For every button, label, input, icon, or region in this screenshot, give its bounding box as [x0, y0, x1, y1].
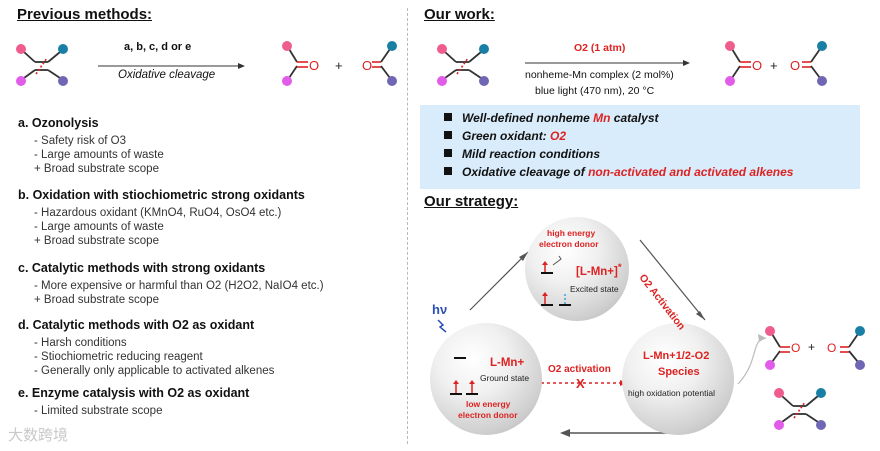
alkene-substrate-2	[437, 44, 489, 86]
method-c-line-1: - More expensive or harmful than O2 (H2O…	[34, 280, 324, 292]
catalyst-conditions: nonheme-Mn complex (2 mol%)	[525, 69, 674, 81]
method-a-line-3: + Broad substrate scope	[34, 163, 159, 175]
product-carbonyl-3	[725, 41, 751, 86]
method-c-title: c. Catalytic methods with strong oxidant…	[18, 261, 266, 275]
strategy-cycle-arrows	[437, 239, 767, 437]
energy-level-icon-top	[541, 255, 571, 306]
previous-reagents: a, b, c, d or e	[124, 41, 192, 53]
strategy-plus-sign: +	[808, 340, 816, 354]
feature-3: Mild reaction conditions	[444, 147, 600, 161]
alkene-substrate	[16, 44, 68, 86]
method-e-line-1: - Limited substrate scope	[34, 405, 163, 417]
feature-4: Oxidative cleavage of non-activated and …	[444, 165, 793, 179]
product-3-oxygen: O	[752, 58, 763, 73]
product-carbonyl-4	[802, 41, 827, 86]
method-b-line-2: - Large amounts of waste	[34, 221, 164, 233]
product-2-oxygen: O	[362, 58, 373, 73]
method-d-line-2: - Stiochiometric reducing reagent	[34, 351, 203, 363]
ground-species: L-Mn+	[490, 357, 525, 369]
method-d-line-1: - Harsh conditions	[34, 337, 127, 349]
section-divider	[407, 8, 408, 444]
ground-state-label: Ground state	[480, 373, 530, 383]
blocked-x-mark: X	[576, 376, 585, 391]
strategy-product-1-oxygen: O	[791, 341, 801, 355]
our-work-heading: Our work:	[424, 6, 495, 23]
electron-donor-label-left: electron donor	[458, 410, 518, 420]
our-plus-sign: +	[770, 58, 778, 73]
oxygen-species-sphere	[622, 323, 734, 435]
product-4-oxygen: O	[790, 58, 801, 73]
method-d-line-3: - Generally only applicable to activated…	[34, 365, 275, 377]
bullet-square-icon	[444, 131, 452, 139]
o2-activation-mid: O2 activation	[548, 364, 611, 375]
ground-state-sphere	[430, 323, 542, 435]
product-carbonyl-1	[282, 41, 308, 86]
electron-donor-label-top: electron donor	[539, 239, 599, 249]
watermark-logo: 大数跨境	[8, 427, 69, 444]
method-b-line-1: - Hazardous oxidant (KMnO4, RuO4, OsO4 e…	[34, 207, 282, 219]
previous-reaction-scheme	[16, 41, 397, 86]
method-a-line-1: - Safety risk of O3	[34, 135, 127, 147]
bullet-square-icon	[444, 113, 452, 121]
energy-level-icon-left	[450, 357, 478, 395]
previous-methods-heading: Previous methods:	[17, 6, 153, 23]
o2-conditions: O2 (1 atm)	[574, 42, 626, 54]
strategy-product-2-oxygen: O	[827, 341, 837, 355]
product-carbonyl-2	[372, 41, 397, 86]
excited-state-sphere	[525, 217, 629, 321]
high-energy-label: high energy	[547, 228, 596, 238]
light-conditions: blue light (470 nm), 20 °C	[535, 85, 655, 97]
excited-state-label: Excited state	[570, 284, 619, 294]
product-1-oxygen: O	[309, 58, 320, 73]
method-a-line-2: - Large amounts of waste	[34, 149, 164, 161]
bullet-square-icon	[444, 167, 452, 175]
high-oxidation-label: high oxidation potential	[628, 388, 715, 398]
features-box: Well-defined nonheme Mn catalyst Green o…	[420, 105, 860, 189]
our-strategy-heading: Our strategy:	[424, 193, 519, 210]
method-d-title: d. Catalytic methods with O2 as oxidant	[18, 318, 255, 332]
method-a-title: a. Ozonolysis	[18, 116, 99, 130]
method-b-title: b. Oxidation with stiochiometric strong …	[18, 188, 305, 202]
feature-1: Well-defined nonheme Mn catalyst	[444, 111, 658, 125]
bullet-square-icon	[444, 149, 452, 157]
our-reaction-scheme	[437, 41, 827, 86]
method-e-title: e. Enzyme catalysis with O2 as oxidant	[18, 386, 250, 400]
method-b-line-3: + Broad substrate scope	[34, 235, 159, 247]
method-c-line-2: + Broad substrate scope	[34, 294, 159, 306]
low-energy-label: low energy	[466, 399, 511, 409]
strategy-products	[765, 326, 865, 430]
oxygen-species-label-1: L-Mn+1/2-O2	[643, 350, 710, 362]
feature-2: Green oxidant: O2	[444, 129, 566, 143]
excited-species: [L-Mn+]*	[576, 262, 622, 278]
hv-label: hν	[432, 302, 448, 317]
previous-condition: Oxidative cleavage	[118, 69, 216, 81]
oxygen-species-label-2: Species	[658, 366, 700, 378]
previous-plus-sign: +	[335, 58, 343, 73]
